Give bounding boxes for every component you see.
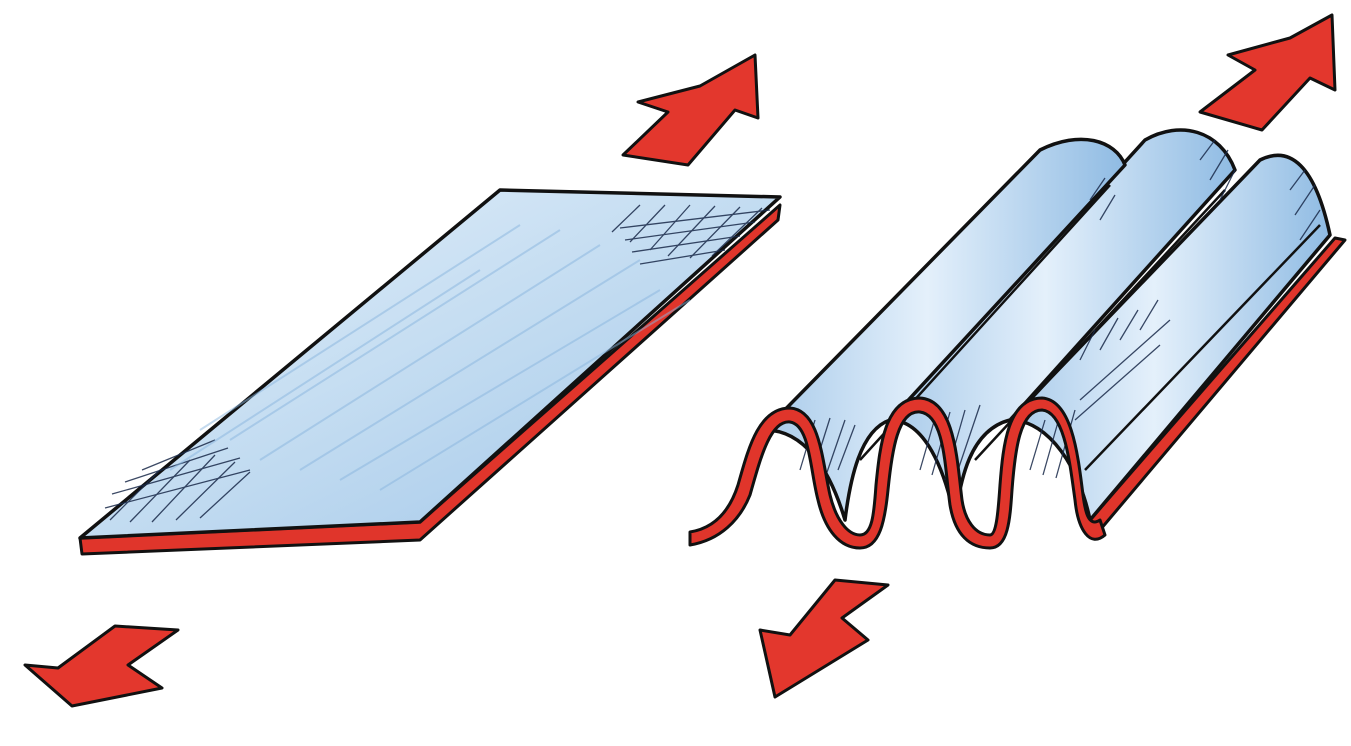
arrow-corrugated-down-left bbox=[760, 580, 888, 697]
arrow-flat-down-left bbox=[25, 626, 178, 706]
flat-sheet-surface bbox=[80, 190, 780, 538]
arrow-corrugated-up-right bbox=[1200, 15, 1335, 130]
corrugated-sheet bbox=[690, 130, 1345, 548]
flat-sheet bbox=[80, 190, 780, 554]
arrow-flat-up-right bbox=[623, 55, 758, 165]
